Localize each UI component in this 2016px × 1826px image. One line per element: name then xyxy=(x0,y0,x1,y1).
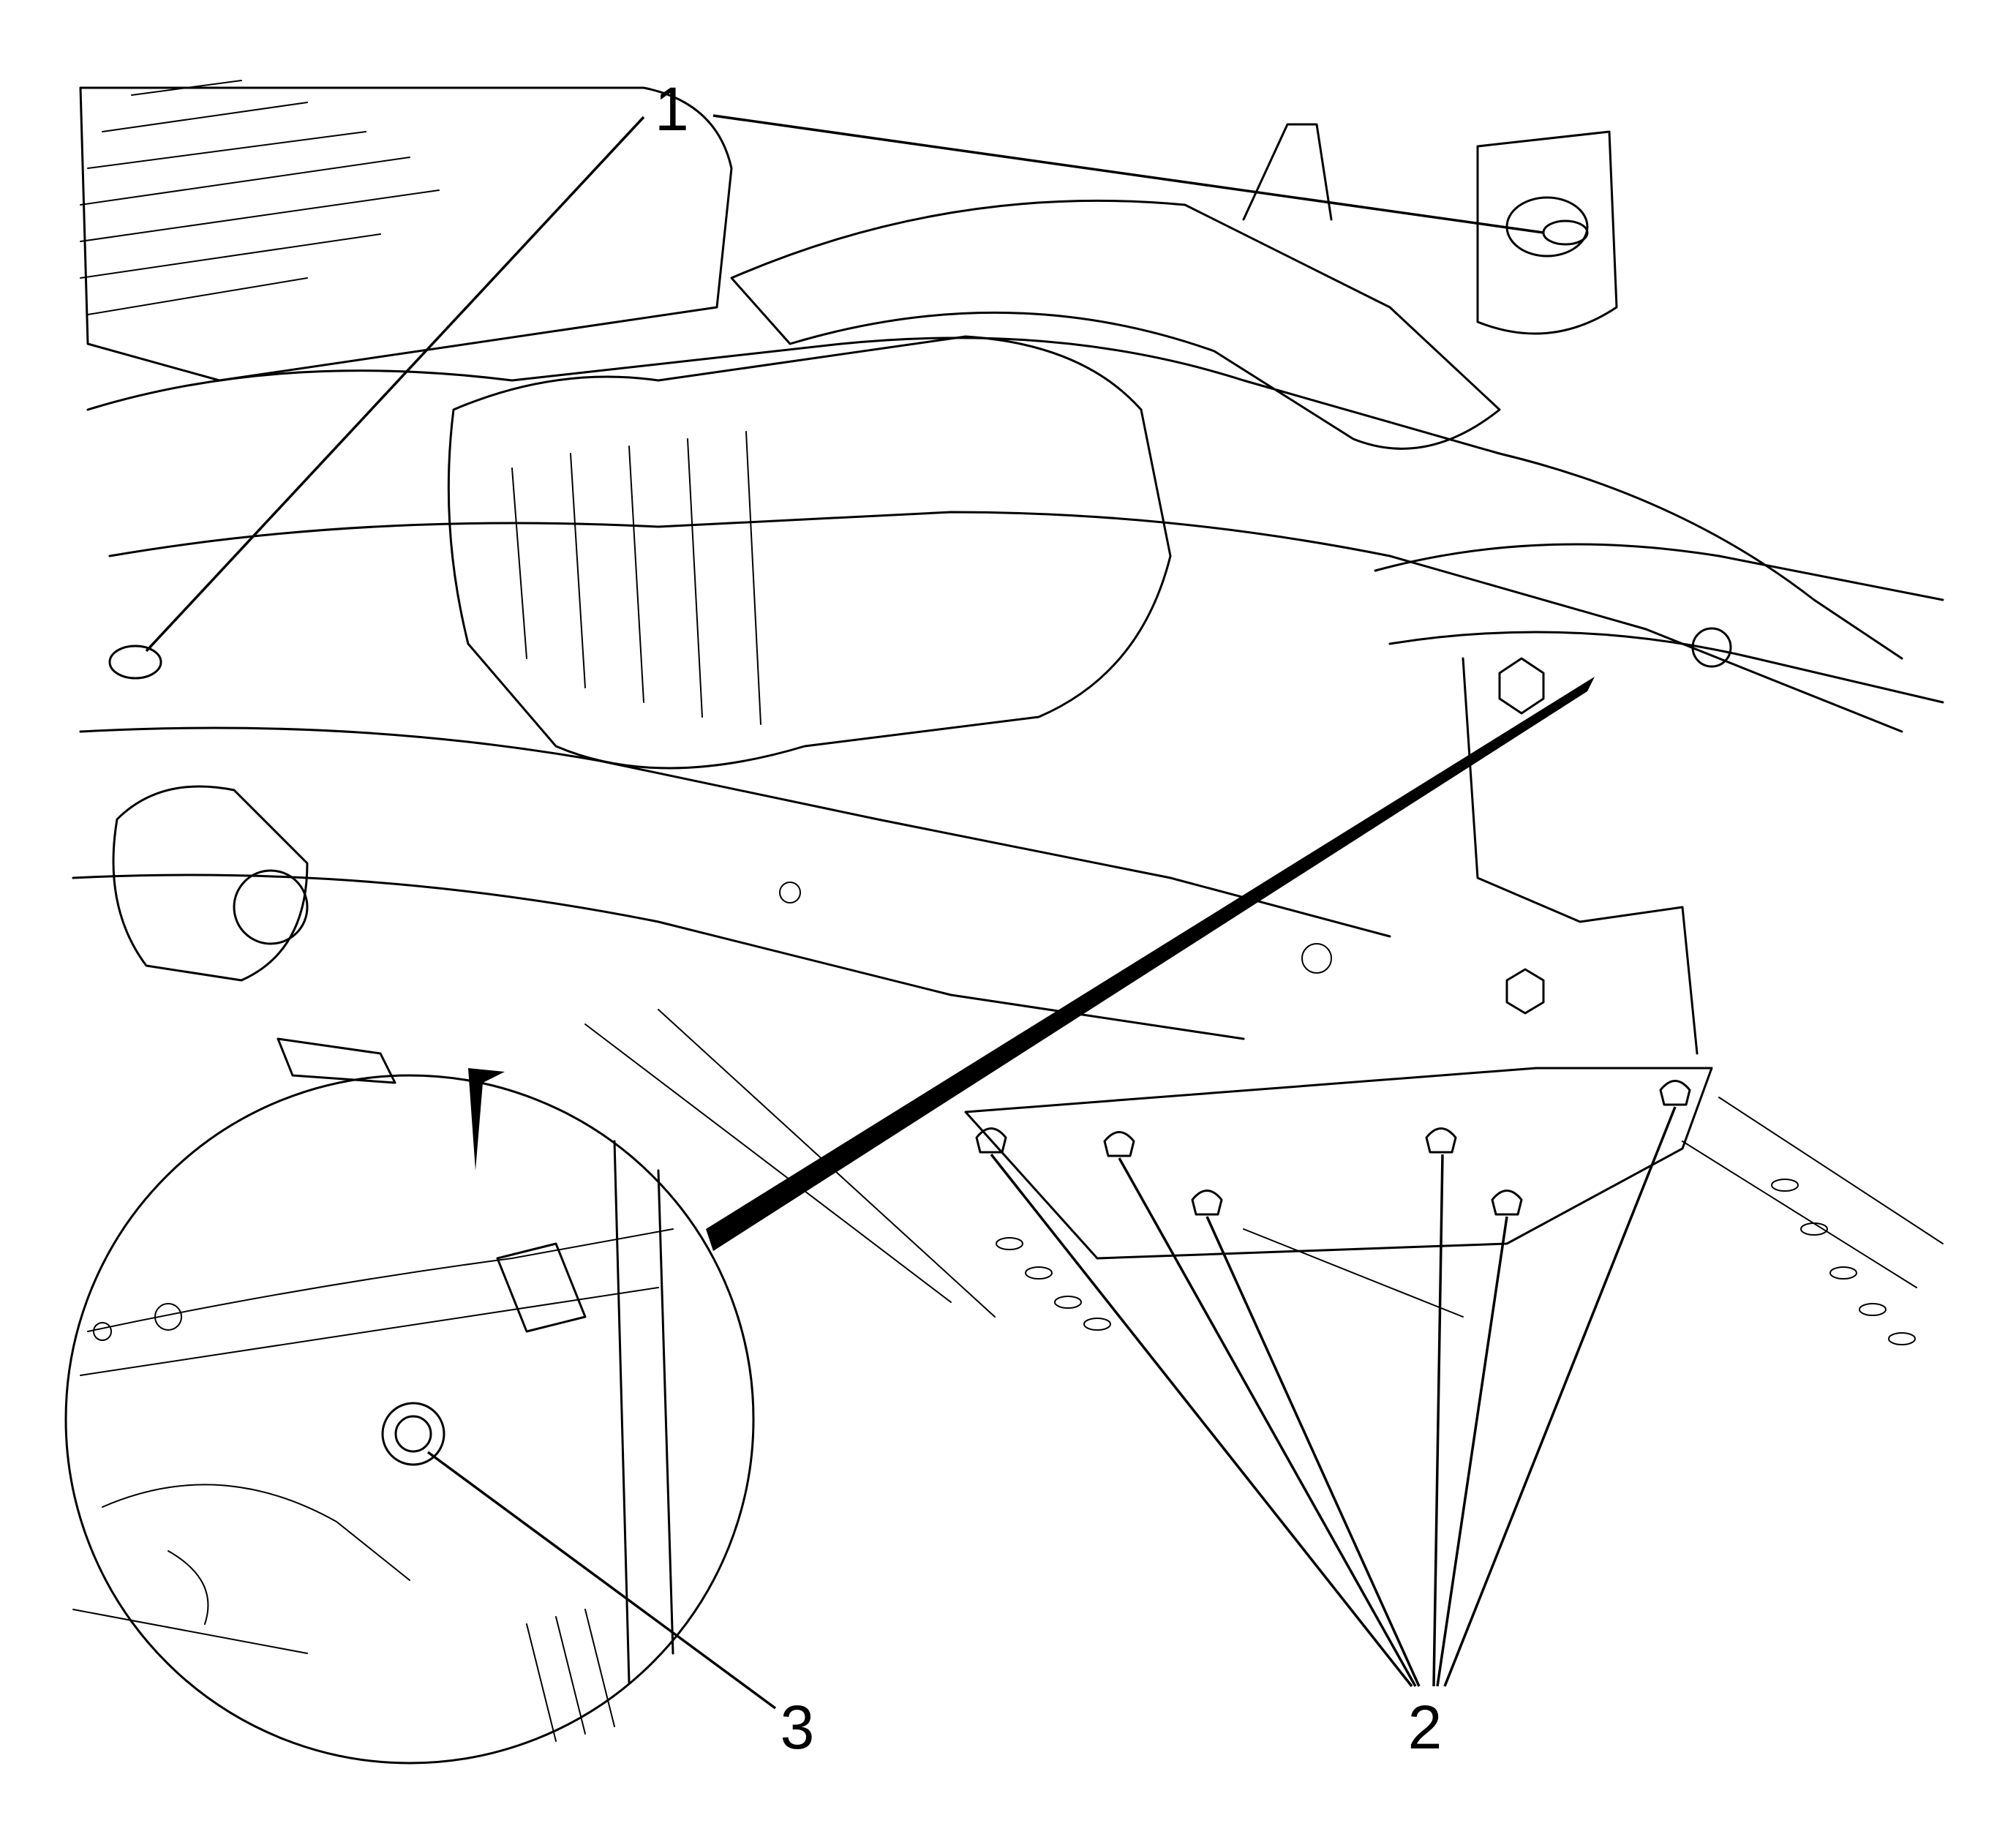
cross-pipe xyxy=(730,199,1501,450)
fastener-marker xyxy=(1491,1190,1523,1216)
magnifier-wedge-left xyxy=(468,1068,505,1171)
left-hub xyxy=(112,785,309,982)
bolt-hole-1-left xyxy=(108,645,162,680)
leader-1-right xyxy=(712,114,1544,234)
leader-lines xyxy=(145,114,1677,1710)
underbody-linework xyxy=(72,80,1944,1345)
fastener-group-2 xyxy=(975,1080,1691,1216)
magnifier-circle xyxy=(64,1074,755,1765)
shield-slots xyxy=(996,1179,1916,1345)
fastener-marker xyxy=(1659,1080,1691,1106)
callout-label-2: 2 xyxy=(1408,1693,1443,1762)
fastener-marker xyxy=(1191,1190,1223,1216)
callout-label-1: 1 xyxy=(655,75,689,143)
fastener-marker xyxy=(975,1127,1007,1154)
fastener-marker xyxy=(1103,1131,1135,1157)
magnifier-wedge-right xyxy=(706,677,1595,1251)
fastener-marker xyxy=(1425,1127,1457,1154)
bolt-hole-1-right xyxy=(1542,219,1589,246)
callout-label-3: 3 xyxy=(781,1693,815,1762)
catalytic-converter xyxy=(447,335,1172,770)
oil-pan-ribs xyxy=(79,80,733,382)
splash-shield xyxy=(964,1067,1713,1260)
hex-bolt xyxy=(1498,627,1732,1015)
right-mount xyxy=(1476,130,1618,335)
detail-magnifier xyxy=(64,677,1595,1765)
frame-rail-right xyxy=(1374,543,1944,704)
crossmember-outline xyxy=(86,337,1903,660)
detail-bolt-3 xyxy=(381,1402,445,1466)
leader-1-left xyxy=(145,116,645,653)
leader-3 xyxy=(426,1451,777,1710)
